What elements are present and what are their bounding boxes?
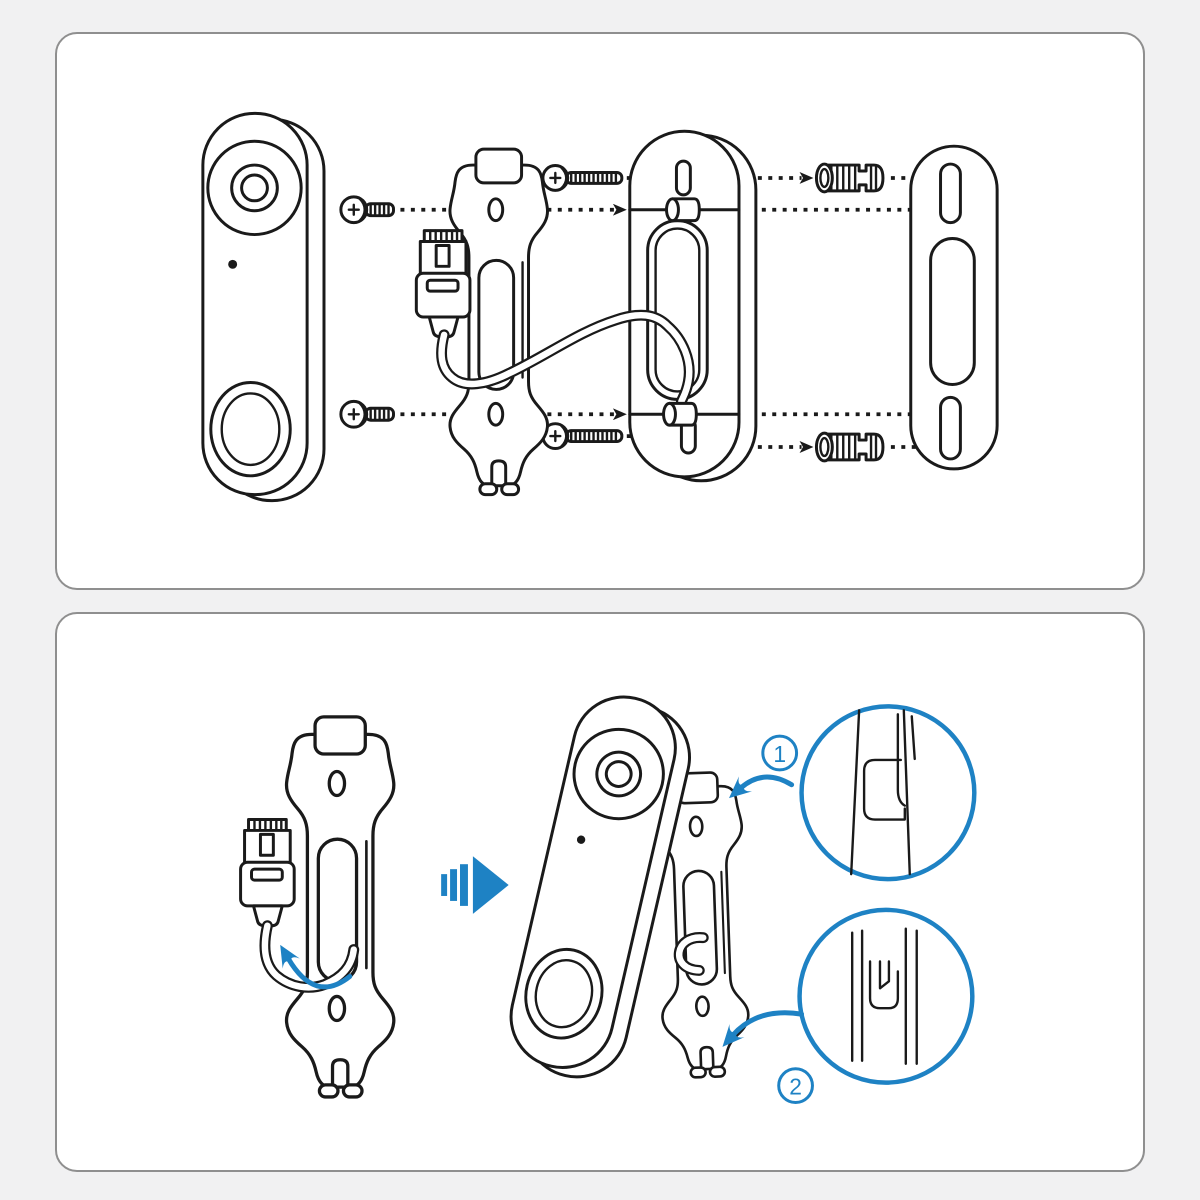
ethernet-cable-icon xyxy=(436,309,695,407)
camera-lens-mid xyxy=(595,750,643,798)
camera-lens-outer xyxy=(206,139,303,237)
doorbell-button-inner xyxy=(534,959,594,1029)
doorbell-button-inner xyxy=(220,392,281,467)
bottom-hook-detail-callout xyxy=(797,907,975,1085)
mounting-template-icon xyxy=(909,144,999,471)
top-hook-profile xyxy=(862,758,906,821)
installation-steps-diagram: 1 xyxy=(239,695,977,1104)
wood-screw-icon xyxy=(541,164,624,192)
step-1-badge: 1 xyxy=(761,734,799,772)
bottom-hook-profile xyxy=(868,960,900,1010)
camera-lens-mid xyxy=(230,163,279,213)
bracket-foot-notch xyxy=(490,459,508,488)
template-center-cutout xyxy=(929,237,976,386)
wall-anchor-icon xyxy=(814,431,885,463)
camera-lens-outer xyxy=(572,727,665,821)
step-1-arrow-icon xyxy=(728,774,795,799)
exploded-assembly-panel xyxy=(55,32,1145,590)
callout-circle xyxy=(797,907,975,1085)
camera-lens-inner xyxy=(240,173,269,203)
microphone-dot xyxy=(576,835,586,844)
back-plate-icon xyxy=(628,129,758,483)
camera-lens-inner xyxy=(604,760,633,788)
back-plate-post-bottom xyxy=(662,401,698,427)
back-plate-arch-inner xyxy=(654,227,701,393)
mounting-bracket-icon xyxy=(448,147,549,497)
step-2-badge: 2 xyxy=(777,1067,814,1104)
installation-steps-panel: 1 xyxy=(55,612,1145,1172)
ethernet-connector-icon xyxy=(239,818,296,928)
microphone-dot xyxy=(228,259,238,269)
bracket-top-tab xyxy=(474,147,524,185)
back-plate-slot-top xyxy=(674,159,692,197)
bracket-screw-hole-top xyxy=(487,197,505,223)
proceed-arrow-icon xyxy=(441,856,509,914)
mounting-bracket-icon xyxy=(284,715,396,1099)
top-hook-detail-callout xyxy=(799,704,977,882)
cable-loop-icon xyxy=(673,932,709,976)
video-doorbell-icon xyxy=(201,111,326,503)
template-slot-bottom xyxy=(939,395,962,461)
step-2-arrow-icon xyxy=(722,1010,805,1047)
exploded-assembly-diagram xyxy=(201,111,999,503)
wall-anchor-icon xyxy=(814,162,885,194)
doorbell-button-outer xyxy=(209,380,292,478)
ethernet-connector-icon xyxy=(414,229,472,339)
template-slot-top xyxy=(939,162,962,225)
bracket-cable-slot xyxy=(477,258,516,391)
bracket-foot-left xyxy=(478,482,499,497)
ethernet-cable-icon xyxy=(259,920,360,993)
step-1-number: 1 xyxy=(773,741,786,767)
doorbell-attached-icon xyxy=(509,695,692,1079)
callout-circle xyxy=(799,704,977,882)
bracket-foot-right xyxy=(500,482,521,497)
machine-screw-icon xyxy=(339,195,395,225)
bracket-screw-hole-bottom xyxy=(487,401,505,427)
cable-routing-arrow-icon xyxy=(280,944,353,990)
machine-screw-icon xyxy=(339,399,395,429)
bottom-hook-tongue xyxy=(878,960,891,990)
wood-screw-icon xyxy=(541,422,624,450)
step-2-number: 2 xyxy=(789,1074,802,1100)
